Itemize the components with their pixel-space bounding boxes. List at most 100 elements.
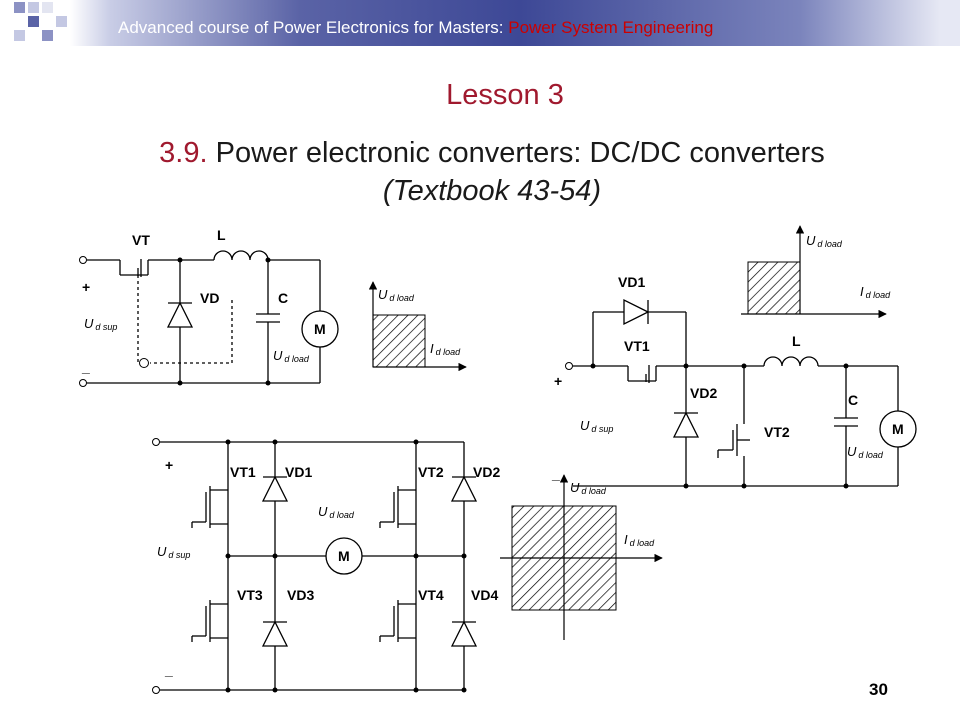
two-switch-junction-dot	[741, 363, 747, 369]
h-bridge-load-voltage-main: U	[318, 504, 328, 519]
buck-junction-node	[139, 358, 149, 368]
buck-junction-dot	[177, 257, 183, 263]
quadrant-4-y-main: U	[570, 480, 580, 495]
two-switch-junction-dot	[843, 483, 849, 489]
two-switch-supply-voltage-main: U	[580, 418, 590, 433]
h-bridge-junction-dot	[461, 687, 467, 693]
quadrant-4-y-sub: d load	[581, 486, 607, 496]
buck-diode-symbol	[166, 301, 194, 328]
h-bridge-vd1-symbol	[261, 475, 289, 502]
quadrant-2-y-sub: d load	[817, 239, 843, 249]
h-bridge-junction-dot	[225, 553, 231, 559]
banner-square	[42, 2, 53, 13]
buck-supply-voltage-sub: d sup	[95, 322, 117, 332]
quadrant-2-operating-region-upper	[747, 261, 801, 315]
quadrant-1-x-main: I	[430, 341, 434, 356]
h-bridge-vt1-label: VT1	[230, 464, 256, 480]
slide-title: 3.9. Power electronic converters: DC/DC …	[0, 134, 960, 210]
two-switch-supply-voltage-sub: d sup	[591, 424, 613, 434]
quadrant-2-y-main: U	[806, 233, 816, 248]
h-bridge-junction-dot	[272, 553, 278, 559]
page-number: 30	[869, 680, 888, 699]
quadrant-1-y-sub: d load	[389, 293, 415, 303]
quadrant-4-minus-label: _	[551, 466, 560, 482]
h-bridge-terminal-node	[152, 686, 160, 694]
buck-plus-label: +	[82, 279, 90, 295]
quadrant-4-x-sub: d load	[630, 538, 656, 548]
two-switch-load-voltage-main: U	[847, 444, 857, 459]
h-bridge-junction-dot	[225, 687, 231, 693]
buck-junction-dot	[265, 257, 271, 263]
two-switch-l-label: L	[792, 333, 801, 349]
buck-c-label: C	[278, 290, 288, 306]
h-bridge-supply-voltage-main: U	[157, 544, 167, 559]
two-switch-junction-dot	[843, 363, 849, 369]
buck-terminal-node	[79, 379, 87, 387]
banner-square	[28, 2, 39, 13]
course-prefix: Advanced course of Power Electronics for…	[118, 18, 509, 37]
buck-motor-label: M	[314, 321, 326, 337]
buck-l-label: L	[217, 227, 226, 243]
quadrant-1-operating-region	[372, 314, 426, 368]
h-bridge-vd2-label: VD2	[473, 464, 500, 480]
h-bridge-junction-dot	[413, 553, 419, 559]
quadrant-4-x-main: I	[624, 532, 628, 547]
quadrant-2-x-main: I	[860, 284, 864, 299]
h-bridge-junction-dot	[225, 439, 231, 445]
two-switch-junction-dot	[683, 363, 689, 369]
h-bridge-motor-symbol	[325, 537, 363, 575]
h-bridge-vd4-label: VD4	[471, 587, 498, 603]
buck-converter-circuit	[87, 250, 321, 384]
buck-vd-label: VD	[200, 290, 219, 306]
banner-square	[14, 30, 25, 41]
h-bridge-plus-label: +	[165, 457, 173, 473]
h-bridge-minus-label: _	[164, 662, 173, 678]
h-bridge-vd3-symbol	[261, 620, 289, 647]
buck-terminal-node	[79, 256, 87, 264]
two-switch-converter-circuit	[573, 311, 899, 487]
header-banner	[0, 0, 960, 46]
lesson-title: Lesson 3	[446, 79, 564, 111]
h-bridge-junction-dot	[413, 439, 419, 445]
two-switch-c-label: C	[848, 392, 858, 408]
h-bridge-vt4-label: VT4	[418, 587, 444, 603]
two-switch-plus-label: +	[554, 373, 562, 389]
h-bridge-supply-voltage-sub: d sup	[168, 550, 190, 560]
h-bridge-junction-dot	[272, 439, 278, 445]
two-switch-load-voltage-sub: d load	[858, 450, 884, 460]
two-switch-motor-label: M	[892, 421, 904, 437]
h-bridge-vd4-symbol	[450, 620, 478, 647]
h-bridge-vd3-label: VD3	[287, 587, 314, 603]
banner-square	[42, 30, 53, 41]
two-switch-junction-dot	[741, 483, 747, 489]
h-bridge-junction-dot	[461, 553, 467, 559]
buck-load-voltage-main: U	[273, 348, 283, 363]
buck-load-voltage-sub: d load	[284, 354, 310, 364]
course-title: Advanced course of Power Electronics for…	[118, 18, 713, 38]
course-topic: Power System Engineering	[508, 18, 714, 37]
h-bridge-motor-label: M	[338, 548, 350, 564]
banner-square	[28, 16, 39, 27]
two-switch-motor-symbol	[879, 410, 917, 448]
two-switch-vd1-symbol	[623, 298, 650, 326]
h-bridge-vt3-label: VT3	[237, 587, 263, 603]
h-bridge-junction-dot	[272, 687, 278, 693]
h-bridge-load-voltage-sub: d load	[329, 510, 355, 520]
h-bridge-terminal-node	[152, 438, 160, 446]
two-switch-vt2-label: VT2	[764, 424, 790, 440]
banner-square	[14, 2, 25, 13]
quadrant-1-x-sub: d load	[436, 347, 462, 357]
textbook-reference: (Textbook 43-54)	[382, 175, 602, 207]
h-bridge-junction-dot	[413, 687, 419, 693]
quadrant-2-x-sub: d load	[866, 290, 892, 300]
two-switch-vd2-symbol	[672, 411, 700, 438]
